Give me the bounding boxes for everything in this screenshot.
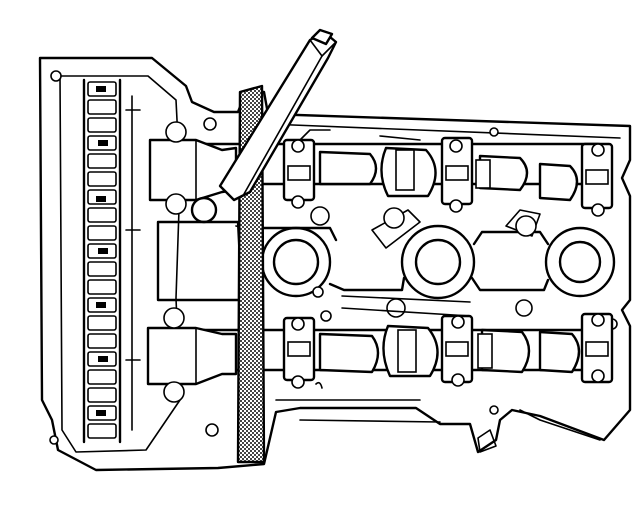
bearing-cap-upper-2 <box>440 136 474 213</box>
exhaust-camshaft <box>146 307 612 403</box>
bearing-cap-upper-mid <box>395 149 415 191</box>
intake-camshaft <box>148 121 612 224</box>
bearing-cap-lower-3 <box>580 312 614 384</box>
bearing-cap-lower-mid <box>397 329 417 373</box>
bearing-cap-upper-1 <box>282 138 316 209</box>
bearing-cap-lower-2 <box>440 314 474 387</box>
bearing-cap-lower-mid-2 <box>477 333 493 369</box>
camshaft-bearing-caps <box>282 136 614 389</box>
spark-plug-wells <box>156 206 616 322</box>
bearing-cap-upper-mid-2 <box>475 159 491 189</box>
bearing-cap-lower-1 <box>282 316 316 389</box>
bearing-cap-upper-3 <box>580 142 614 217</box>
timing-chain <box>82 78 141 444</box>
holding-tool <box>218 28 338 202</box>
cylinder-head <box>38 56 632 472</box>
